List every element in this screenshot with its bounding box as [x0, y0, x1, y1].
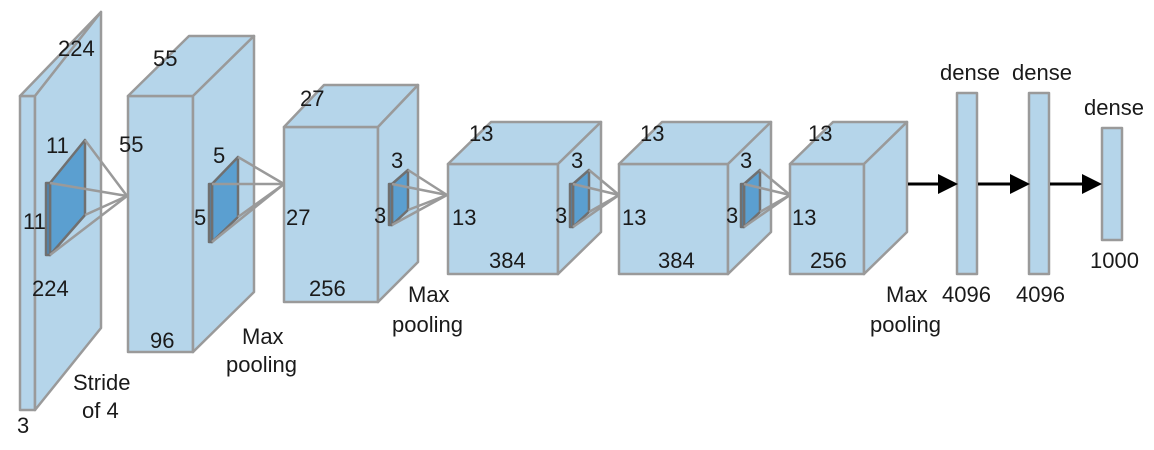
conv2-depth-label: 256: [309, 276, 346, 301]
dense2-units: 4096: [1016, 282, 1065, 307]
conv2-layer: [282, 83, 448, 304]
conv3-layer: [446, 120, 620, 276]
conv1-left-label: 55: [119, 132, 143, 157]
input-kernel-top: 11: [46, 133, 69, 158]
conv1-kernel-top: 5: [213, 143, 225, 168]
conv1-kernel-side: [207, 182, 214, 244]
input-kernel-side: [44, 181, 52, 257]
conv3-depth-label: 384: [489, 248, 526, 273]
conv3-kernel-top: 3: [571, 148, 583, 173]
input-top-label: 224: [58, 36, 95, 61]
input-depth-label: 3: [17, 413, 29, 438]
conv2-kernel-top: 3: [391, 148, 403, 173]
input-width-label: 224: [32, 276, 69, 301]
input-layer-side: [18, 94, 37, 412]
conv4-kernel-left: 3: [726, 203, 738, 228]
input-ray: [49, 195, 128, 256]
dense3-title: dense: [1084, 95, 1144, 120]
conv3-ray: [572, 193, 620, 229]
input-ray: [49, 181, 128, 198]
conv5-pool-line2: pooling: [870, 312, 941, 337]
conv3-top-label: 13: [469, 121, 493, 146]
stride-label-line2: of 4: [82, 398, 119, 423]
dense3-block: [1100, 126, 1124, 242]
conv2-pool-line2: pooling: [392, 312, 463, 337]
conv3-left-label: 13: [452, 205, 476, 230]
dense1-block: [955, 91, 979, 276]
input-layer: [18, 10, 128, 412]
arrow-conv5-dense1: [908, 174, 958, 194]
arrow-dense2-dense3: [1050, 174, 1102, 194]
conv1-pool-line1: Max: [242, 324, 284, 349]
conv4-top-label: 13: [640, 121, 664, 146]
conv4-left-label: 13: [622, 205, 646, 230]
conv5-layer: [788, 120, 909, 276]
conv4-ray: [759, 169, 791, 196]
dense1-units: 4096: [942, 282, 991, 307]
conv2-kernel-left: 3: [374, 203, 386, 228]
conv4-kernel-top: 3: [740, 148, 752, 173]
conv1-layer: [126, 34, 285, 354]
conv1-ray: [211, 183, 285, 243]
conv2-left-label: 27: [286, 205, 310, 230]
conv2-pool-line1: Max: [408, 282, 450, 307]
conv3-kernel-side: [568, 182, 575, 229]
input-ray: [84, 194, 128, 217]
conv1-top-label: 55: [153, 46, 177, 71]
conv5-left-label: 13: [792, 205, 816, 230]
conv2-ray: [391, 182, 448, 197]
conv4-kernel-side: [739, 182, 746, 229]
conv1-kernel-left: 5: [194, 205, 206, 230]
conv4-ray: [743, 182, 791, 197]
conv3-kernel-left: 3: [555, 203, 567, 228]
dense2-title: dense: [1012, 60, 1072, 85]
dense3-units: 1000: [1090, 248, 1139, 273]
conv5-side: [862, 120, 909, 276]
stride-label-line1: Stride: [73, 370, 130, 395]
conv1-pool-line2: pooling: [226, 352, 297, 377]
conv1-depth-label: 96: [150, 328, 174, 353]
input-ray: [84, 139, 128, 197]
conv2-ray: [391, 193, 448, 227]
conv2-kernel-side: [387, 182, 394, 227]
conv5-top-label: 13: [808, 121, 832, 146]
conv4-ray: [743, 193, 791, 229]
arrow-dense1-dense2: [978, 174, 1030, 194]
conv2-ray: [407, 168, 448, 197]
conv5-depth-label: 256: [810, 248, 847, 273]
dense1-title: dense: [940, 60, 1000, 85]
dense2-block: [1027, 91, 1051, 276]
conv2-top-label: 27: [300, 86, 324, 111]
conv3-ray: [588, 169, 620, 196]
conv4-depth-label: 384: [658, 248, 695, 273]
conv1-ray: [237, 155, 285, 186]
conv4-layer: [617, 120, 791, 276]
conv5-pool-line1: Max: [886, 282, 928, 307]
conv3-ray: [572, 182, 620, 197]
input-kernel-left: 11: [23, 209, 46, 234]
